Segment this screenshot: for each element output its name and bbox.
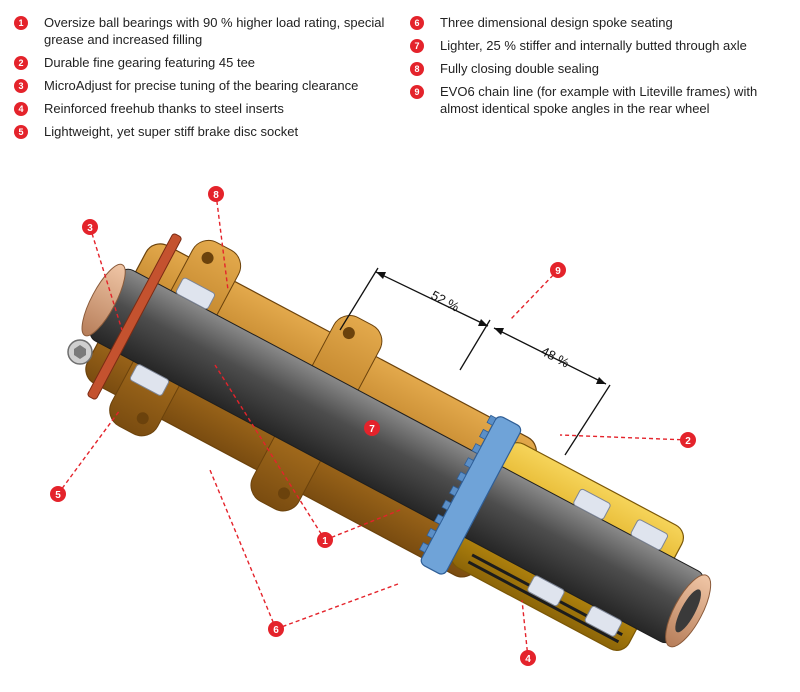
through-axle <box>89 268 704 644</box>
legend-item-text: Three dimensional design spoke seating <box>440 15 673 30</box>
dimension-arrowheads <box>376 272 606 384</box>
callout-3: 3 <box>82 219 98 235</box>
legend-item-text: Lighter, 25 % stiffer and internally but… <box>440 38 747 53</box>
axle-end-cap-left <box>81 263 126 337</box>
legend-item-5: 5 Lightweight, yet super stiff brake disc… <box>14 123 394 140</box>
legend-number-badge: 3 <box>14 79 28 93</box>
legend-number-badge: 9 <box>410 85 424 99</box>
callout-1-label: 1 <box>322 536 328 547</box>
microadjust-bolt-icon <box>67 339 93 365</box>
drive-gear-ring <box>418 414 522 575</box>
callout-2-label: 2 <box>685 436 691 447</box>
callout-9: 9 <box>550 262 566 278</box>
callout-1: 1 <box>317 532 333 548</box>
legend-number-badge: 8 <box>410 62 424 76</box>
legend-number-badge: 6 <box>410 16 424 30</box>
callout-6-label: 6 <box>273 625 279 636</box>
legend-item-7: 7 Lighter, 25 % stiffer and internally bu… <box>410 37 790 54</box>
legend-item-text: Oversize ball bearings with 90 % higher … <box>44 15 385 47</box>
callout-7-label: 7 <box>369 424 375 435</box>
callout-8-label: 8 <box>213 190 219 201</box>
callout-7: 7 <box>364 420 380 436</box>
legend-left: 1 Oversize ball bearings with 90 % higher… <box>14 14 394 146</box>
legend-item-text: MicroAdjust for precise tuning of the be… <box>44 78 359 93</box>
callout-4-label: 4 <box>525 654 531 665</box>
legend-number-badge: 4 <box>14 102 28 116</box>
callout-5-label: 5 <box>55 490 61 501</box>
legend-item-9: 9 EVO6 chain line (for example with Litev… <box>410 83 790 117</box>
callout-leader-lines <box>57 193 689 659</box>
axle-bore <box>675 589 701 633</box>
callout-6: 6 <box>268 621 284 637</box>
legend-item-1: 1 Oversize ball bearings with 90 % higher… <box>14 14 394 48</box>
legend-item-text: Reinforced freehub thanks to steel inser… <box>44 101 284 116</box>
callout-5: 5 <box>50 486 66 502</box>
legend-number-badge: 2 <box>14 56 28 70</box>
callout-9-label: 9 <box>555 266 561 277</box>
legend-item-3: 3 MicroAdjust for precise tuning of the b… <box>14 77 394 94</box>
legend-item-text: Durable fine gearing featuring 45 tee <box>44 55 256 70</box>
ball-bearings <box>129 277 669 637</box>
legend-number-badge: 7 <box>410 39 424 53</box>
legend-item-4: 4 Reinforced freehub thanks to steel inse… <box>14 100 394 117</box>
callout-2: 2 <box>680 432 696 448</box>
legend-item-text: Lightweight, yet super stiff brake disc … <box>44 124 299 139</box>
dimension-label-48: 48 % <box>539 343 573 370</box>
hub-assembly <box>81 233 712 651</box>
legend-item-2: 2 Durable fine gearing featuring 45 tee <box>14 54 394 71</box>
callout-4: 4 <box>520 650 536 666</box>
dimension-lines <box>339 267 611 456</box>
double-seal <box>87 233 182 400</box>
callout-8: 8 <box>208 186 224 202</box>
legend-item-6: 6 Three dimensional design spoke seating <box>410 14 790 31</box>
legend-number-badge: 5 <box>14 125 28 139</box>
legend-item-8: 8 Fully closing double sealing <box>410 60 790 77</box>
legend-number-badge: 1 <box>14 16 28 30</box>
callout-3-label: 3 <box>87 223 93 234</box>
legend-item-text: EVO6 chain line (for example with Litevi… <box>440 84 758 116</box>
legend-item-text: Fully closing double sealing <box>440 61 599 76</box>
